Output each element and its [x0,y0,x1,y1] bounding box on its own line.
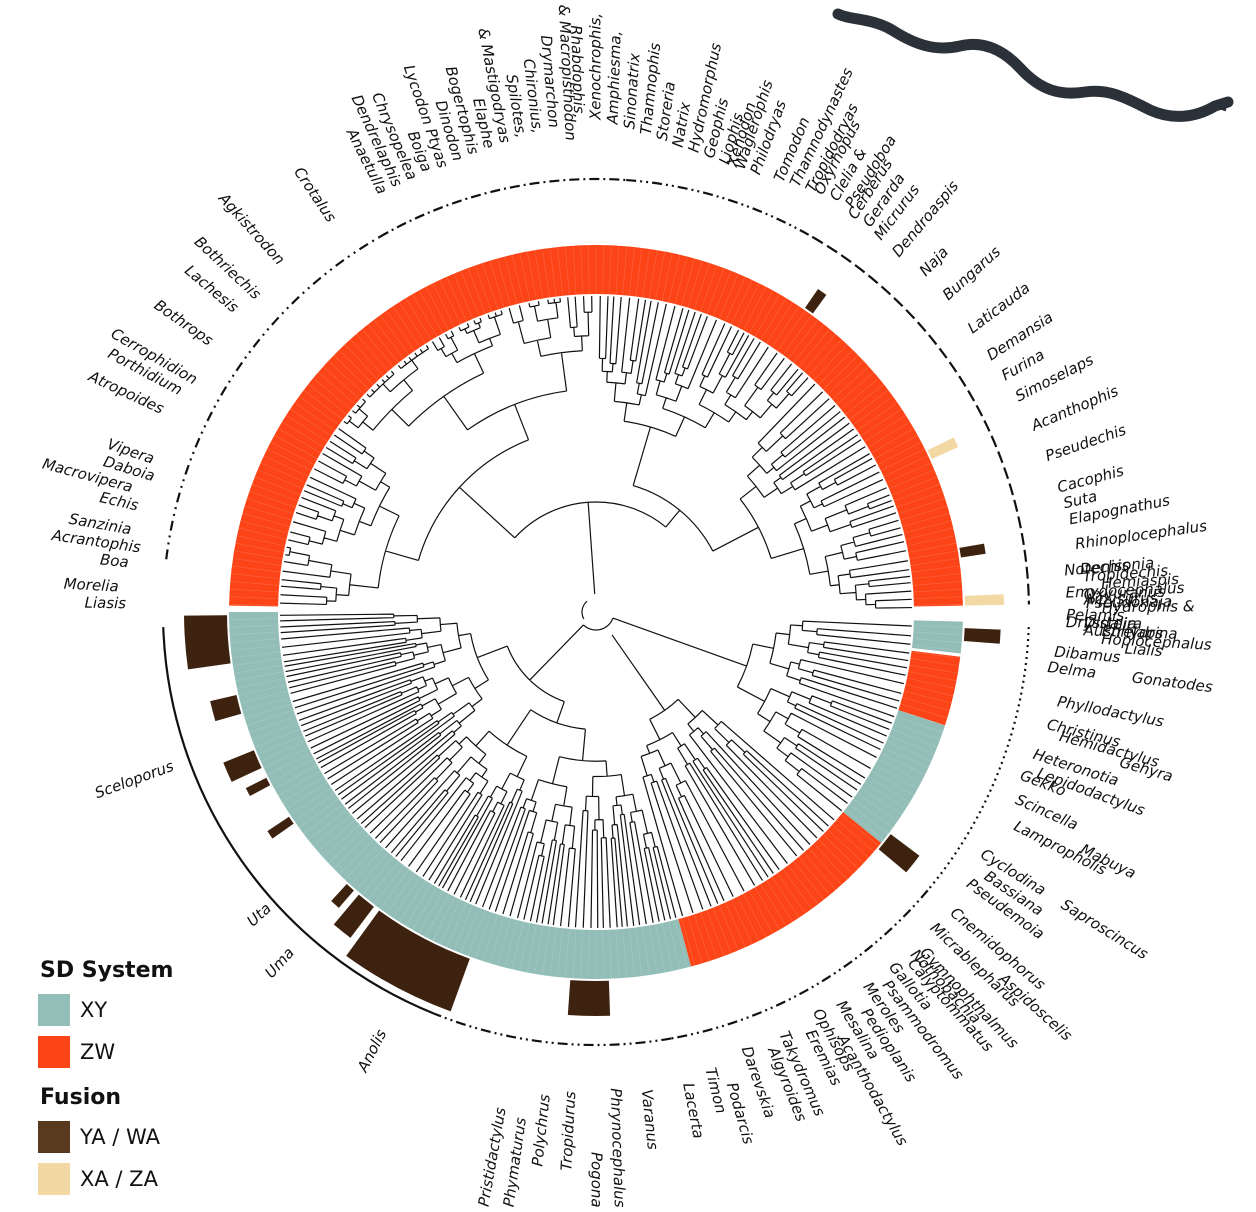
legend-item-xy: XY [38,989,173,1031]
snake-silhouette-icon [832,8,1234,122]
fusion-bars [184,288,1004,1016]
genus-label: Pelamis [1066,606,1125,624]
genus-label: Hemiaspis [1101,570,1180,592]
genus-label: Boa [99,550,129,571]
genus-label: Phrynocephalus [607,1088,629,1208]
genus-label: Xenochrophis, [587,13,605,121]
fusion-bar-sceloporus-1 [267,816,294,839]
genus-label: Sinonatrix [620,52,643,129]
tree-branches [280,296,912,928]
genus-label: Uma [261,944,298,982]
fusion-bar-bassiana [878,834,920,873]
fusion-bar-dibamus [963,628,1001,644]
ring-xy-skinks [843,710,946,843]
genus-label: Notechis [1063,556,1130,580]
genus-label: Saproscincus [1058,895,1152,963]
fusion-bar-pseudonaja [927,437,959,459]
ring-xy-dibamus [911,620,963,654]
genus-label: Liasis [84,594,126,613]
legend-sd-title: SD System [40,958,174,983]
swatch-ya-wa [38,1121,70,1153]
genus-label: Pogona [588,1152,606,1208]
genus-label: Gonatodes [1131,668,1214,696]
genus-label: Varanus [638,1088,662,1150]
fusion-bar-sceloporus-2 [245,777,271,797]
legend: SD System XY ZW Fusion YA / WA XA / ZA [38,958,173,1200]
legend-label-xa-za: XA / ZA [80,1167,158,1191]
genus-label: Naja [916,243,952,280]
genus-label: Morelia [63,575,119,596]
genus-label: Enhydrina [1101,622,1178,643]
genus-label: Dibamus [1054,643,1122,667]
legend-fusion-title: Fusion [40,1085,122,1110]
fusion-bar-sceloporus-4 [210,695,242,722]
genus-label: Lacerta [679,1081,707,1140]
genus-label: Hoplocephalus [1101,630,1213,654]
clade-arcs [162,177,1031,1047]
genus-label: Tropidurus [557,1091,579,1172]
genus-label: Austrelaps [1082,621,1163,642]
genus-label: Bungarus [939,242,1004,303]
fusion-bar-sceloporus-5 [184,615,231,670]
swatch-xa-za [38,1163,70,1195]
genus-label: Disteira [1084,614,1143,633]
genus-label: Rhabdophis, [567,25,588,119]
legend-item-ya-wa: YA / WA [38,1116,173,1158]
clade-arc-colubrids [378,177,627,238]
clade-arc-pleurodonts [162,627,435,1015]
genus-label: Delma [1047,658,1098,682]
clade-arc-elapids [811,236,1031,605]
fusion-bar-anolis [346,910,470,1012]
genus-label: Pseudechis [1043,421,1129,465]
branch-paths [280,296,912,928]
fusion-bar-enhydrina [964,594,1004,606]
clade-arc-lacertoids [670,889,929,1040]
genus-label: Emydocephalus [1065,579,1185,602]
genus-label: Crotalus [290,164,340,226]
swatch-xy [38,994,70,1026]
legend-label-ya-wa: YA / WA [80,1125,160,1149]
genus-label: Bothrops [151,296,217,350]
legend-label-xy: XY [80,998,108,1022]
genus-label: Polychrus [528,1093,554,1167]
swatch-zw [38,1036,70,1068]
legend-label-zw: ZW [80,1040,116,1064]
genus-label: Sceloporus [92,757,176,802]
genus-label: Timon [701,1066,730,1116]
fusion-bar-polychrus [567,980,611,1016]
fusion-bar-uma [333,894,374,938]
legend-item-xa-za: XA / ZA [38,1158,173,1200]
legend-item-zw: ZW [38,1031,173,1073]
genus-label: Amphiesma, [604,30,625,125]
fusion-bar-hemiaspis [959,543,986,558]
genus-label: Uta [243,899,274,930]
clade-arc-acrodonts [433,1012,672,1047]
ring-xy-iguanians [229,612,691,979]
genus-label: Pseudonaja [1086,592,1173,612]
fusion-bar-sceloporus-3 [223,750,262,782]
genus-label: Oxyuranus [1083,583,1165,604]
genus-label: Aipysurus [1083,589,1158,609]
ring-zw-snakes [229,245,963,607]
sd-system-ring [229,245,963,979]
fusion-bar-micrurus [805,288,827,314]
genus-label: Drysdalia [1066,613,1137,633]
fusion-bar-uta [331,884,354,908]
genus-label: Anolis [353,1026,390,1075]
clade-arc-dipsadids [626,178,814,238]
ring-zw-lacertids [678,812,882,967]
genus-label: Hydrophis & [1102,597,1195,616]
clade-arc-gekkota-skinks [926,627,1030,892]
ring-zw-geckos [898,650,961,726]
genus-label: Lialis [1124,639,1163,660]
